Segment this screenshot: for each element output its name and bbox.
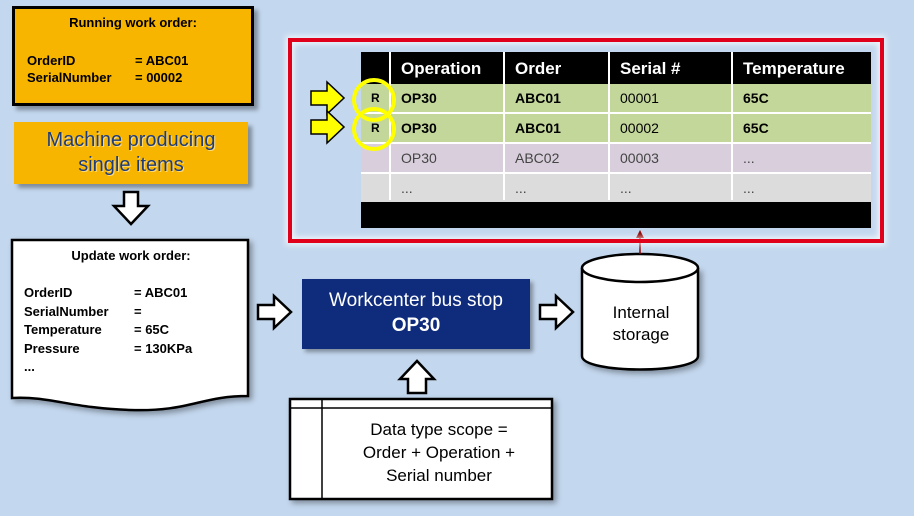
machine-line1: Machine producing [46,129,216,151]
running-order-value: = 00002 [135,70,183,85]
running-order-value: = ABC01 [135,53,189,68]
running-work-order-title: Running work order: [69,15,197,30]
table-cell: 00003 [620,150,659,166]
up-arrow-icon [397,359,437,395]
column-header: Serial # [620,59,681,78]
table-cell: 00002 [620,120,659,136]
highlight-circle-icon [352,107,396,151]
bus-stop-operation: OP30 [391,315,441,336]
update-order-value: = 65C [134,322,170,337]
storage-table-frame [288,38,884,243]
table-cell: OP30 [401,120,437,136]
table-cell: ABC01 [515,90,561,106]
column-header: Order [515,59,562,78]
update-order-key: Pressure [24,340,80,356]
update-order-row: Pressure = 130KPa [24,340,192,359]
update-order-value: = 130KPa [134,340,193,356]
workcenter-bus-stop-box: Workcenter bus stop OP30 [302,279,530,349]
update-order-value: = [134,303,142,319]
table-row: ... ... ... ... [361,174,871,202]
running-order-key: SerialNumber [27,70,112,85]
column-header: Temperature [743,59,845,78]
update-order-row: ... [24,358,192,377]
running-order-key: OrderID [27,53,76,68]
bus-stop-title: Workcenter bus stop [329,290,503,311]
right-arrow-icon [538,293,575,331]
highlight-circle-icon [352,78,396,122]
table-cell: ... [401,180,413,196]
update-order-row: Temperature = 65C [24,321,192,340]
table-row: R OP30 ABC01 00002 65C [361,114,871,142]
running-order-row: SerialNumber = 00002 [27,69,188,86]
yellow-arrow-icon [310,80,346,116]
table-cell: ... [743,180,755,196]
table-cell: 65C [743,90,769,106]
running-work-order-box: Running work order: OrderID = ABC01 Seri… [12,6,254,106]
table-cell: OP30 [401,150,437,166]
down-arrow-icon [111,190,151,226]
table-cell: ABC02 [515,150,560,166]
table-row: R OP30 ABC01 00001 65C [361,84,871,112]
column-header: Operation [401,59,482,78]
machine-box: Machine producing single items [14,122,248,184]
yellow-arrow-icon [310,109,346,145]
update-order-key: OrderID [24,285,73,300]
table-cell: 00001 [620,90,659,106]
running-order-row: OrderID = ABC01 [27,52,188,69]
table-cell: ... [620,180,632,196]
update-work-order-title: Update work order: [71,248,191,263]
table-cell: OP30 [401,90,437,106]
table-cell: ABC01 [515,120,561,136]
right-arrow-icon [256,293,293,331]
update-work-order-document: Update work order: OrderID = ABC01 Seria… [14,242,248,392]
storage-cylinder-body [580,268,700,371]
update-order-key: SerialNumber [24,303,109,319]
update-order-row: SerialNumber = [24,303,192,322]
internal-storage-label: Internal storage [584,302,698,346]
update-order-key: Temperature [24,322,102,337]
scope-line3: Serial number [386,466,492,485]
storage-line1: Internal [612,303,670,322]
document-shape [10,238,250,412]
scope-box [288,397,554,501]
table-cell: 65C [743,120,769,136]
machine-line2: single items [78,154,184,176]
scope-line2: Order + Operation + [362,443,516,462]
table-cell: ... [515,180,527,196]
update-order-key: ... [24,359,35,374]
storage-line2: storage [612,325,670,344]
scope-line1: Data type scope = [370,420,508,439]
table-row: OP30 ABC02 00003 ... [361,144,871,172]
storage-table: Operation Order Serial # Temperature R O… [361,52,871,228]
update-order-value: = ABC01 [134,285,188,300]
row-marker: R [371,91,380,105]
data-type-scope-label: Data type scope = Order + Operation + Se… [326,418,552,487]
row-marker: R [371,121,380,135]
update-order-row: OrderID = ABC01 [24,284,192,303]
table-cell: ... [743,150,755,166]
